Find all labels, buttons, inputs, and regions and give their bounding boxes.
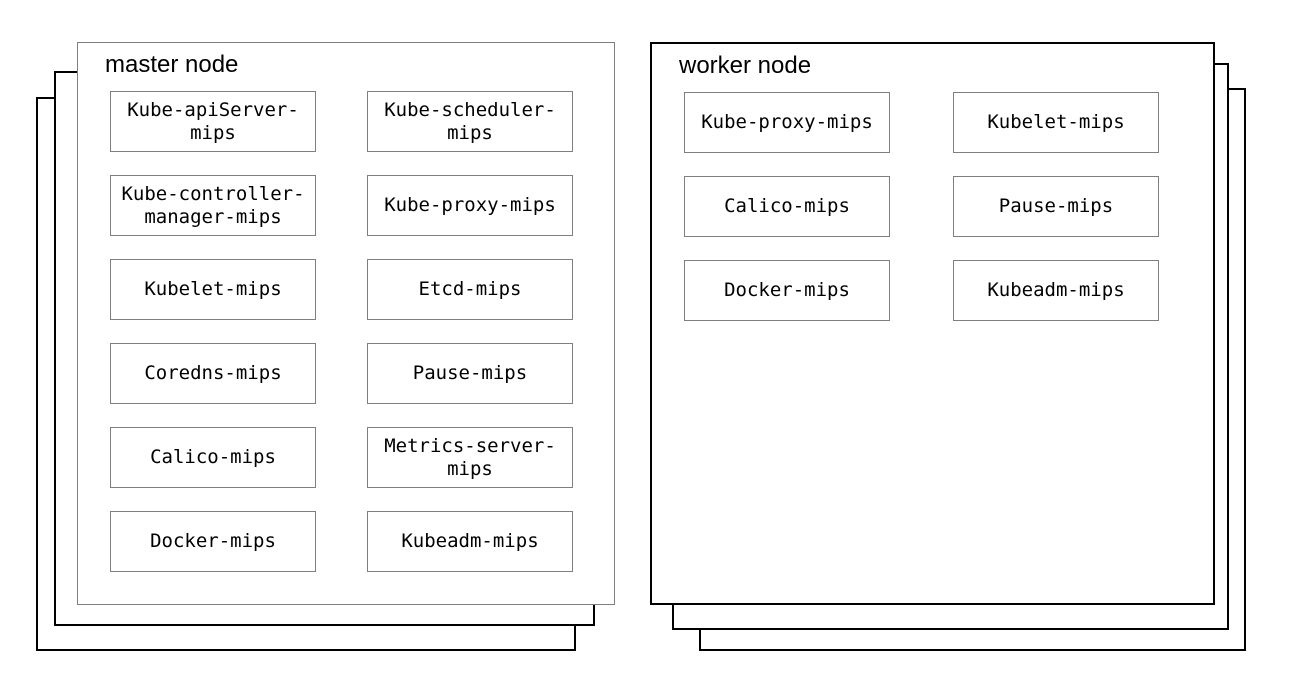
master-node-title: master node [105,51,239,78]
component-box: Kube-proxy-mips [367,175,573,236]
component-box: Metrics-server-mips [367,427,573,488]
component-box: Kube-proxy-mips [684,92,890,153]
component-box: Calico-mips [110,427,316,488]
component-box: Kubeadm-mips [953,260,1159,321]
master-node-box: master node Kube-apiServer-mips Kube-sche… [77,42,615,605]
component-box: Docker-mips [110,511,316,572]
component-box: Kubelet-mips [953,92,1159,153]
component-box: Pause-mips [953,176,1159,237]
component-box: Etcd-mips [367,259,573,320]
component-box: Kube-apiServer-mips [110,91,316,152]
component-box: Docker-mips [684,260,890,321]
worker-node-title: worker node [679,52,812,79]
component-box: Kubelet-mips [110,259,316,320]
component-box: Coredns-mips [110,343,316,404]
component-box: Calico-mips [684,176,890,237]
component-box: Kubeadm-mips [367,511,573,572]
component-box: Kube-controller-manager-mips [110,175,316,236]
component-box: Kube-scheduler-mips [367,91,573,152]
component-box: Pause-mips [367,343,573,404]
